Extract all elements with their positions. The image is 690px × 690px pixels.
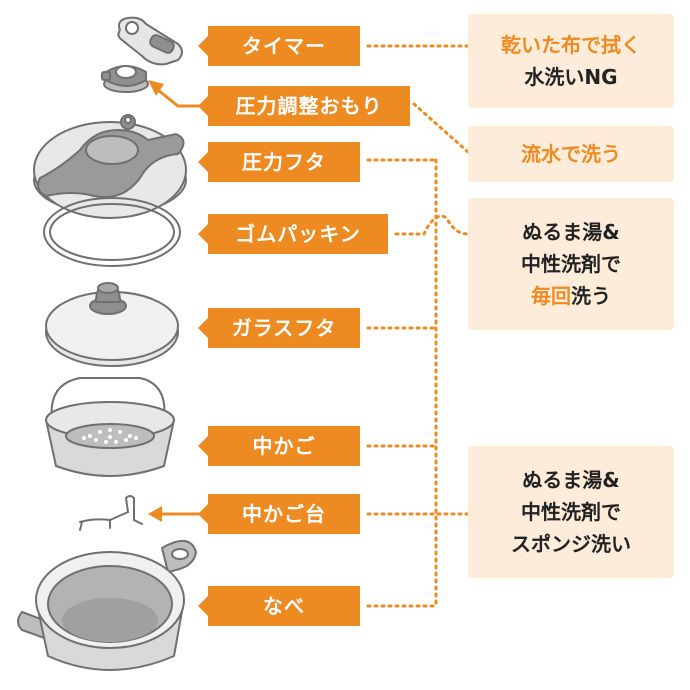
instruction-dry-cloth: 乾いた布で拭く 水洗いNG — [468, 14, 674, 108]
instruction-sponge-line3: スポンジ洗い — [511, 528, 631, 560]
connector-lines — [368, 46, 468, 606]
basket-part — [46, 378, 174, 476]
label-pressure-lid: 圧力フタ — [208, 142, 360, 182]
label-basket: 中かご — [208, 426, 360, 466]
instruction-every-time-rest: 洗う — [571, 284, 611, 308]
arrow-stand-head — [148, 506, 162, 522]
label-pressure-weight: 圧力調整おもり — [208, 86, 410, 126]
label-basket-stand: 中かご台 — [208, 494, 360, 534]
connector-gasket-curve — [424, 216, 468, 234]
pressure-lid-part — [34, 115, 186, 218]
instruction-every-time: ぬるま湯& 中性洗剤で 毎回洗う — [468, 198, 674, 330]
instruction-sponge-line1: ぬるま湯& — [522, 464, 619, 496]
instruction-every-time-highlight: 毎回 — [531, 284, 571, 308]
label-pot: なべ — [208, 586, 360, 626]
instruction-running-water-line1: 流水で洗う — [521, 138, 621, 170]
weight-part — [102, 66, 148, 92]
label-gasket: ゴムパッキン — [208, 214, 388, 254]
instruction-every-time-line2: 中性洗剤で — [521, 248, 621, 280]
pot-part — [18, 541, 196, 670]
instruction-sponge-line2: 中性洗剤で — [521, 496, 621, 528]
instruction-every-time-line1: ぬるま湯& — [522, 216, 619, 248]
instruction-running-water: 流水で洗う — [468, 126, 674, 182]
instruction-sponge: ぬるま湯& 中性洗剤で スポンジ洗い — [468, 446, 674, 578]
label-glass-lid: ガラスフタ — [208, 308, 360, 348]
instruction-every-time-line3: 毎回洗う — [531, 280, 611, 312]
glass-lid-part — [46, 283, 178, 366]
instruction-dry-cloth-line1: 乾いた布で拭く — [501, 29, 641, 61]
instruction-dry-cloth-line2: 水洗いNG — [524, 61, 617, 93]
basket-stand-part — [80, 496, 142, 530]
connector-weight — [414, 104, 468, 152]
timer-part — [118, 18, 182, 65]
label-timer: タイマー — [208, 26, 360, 66]
